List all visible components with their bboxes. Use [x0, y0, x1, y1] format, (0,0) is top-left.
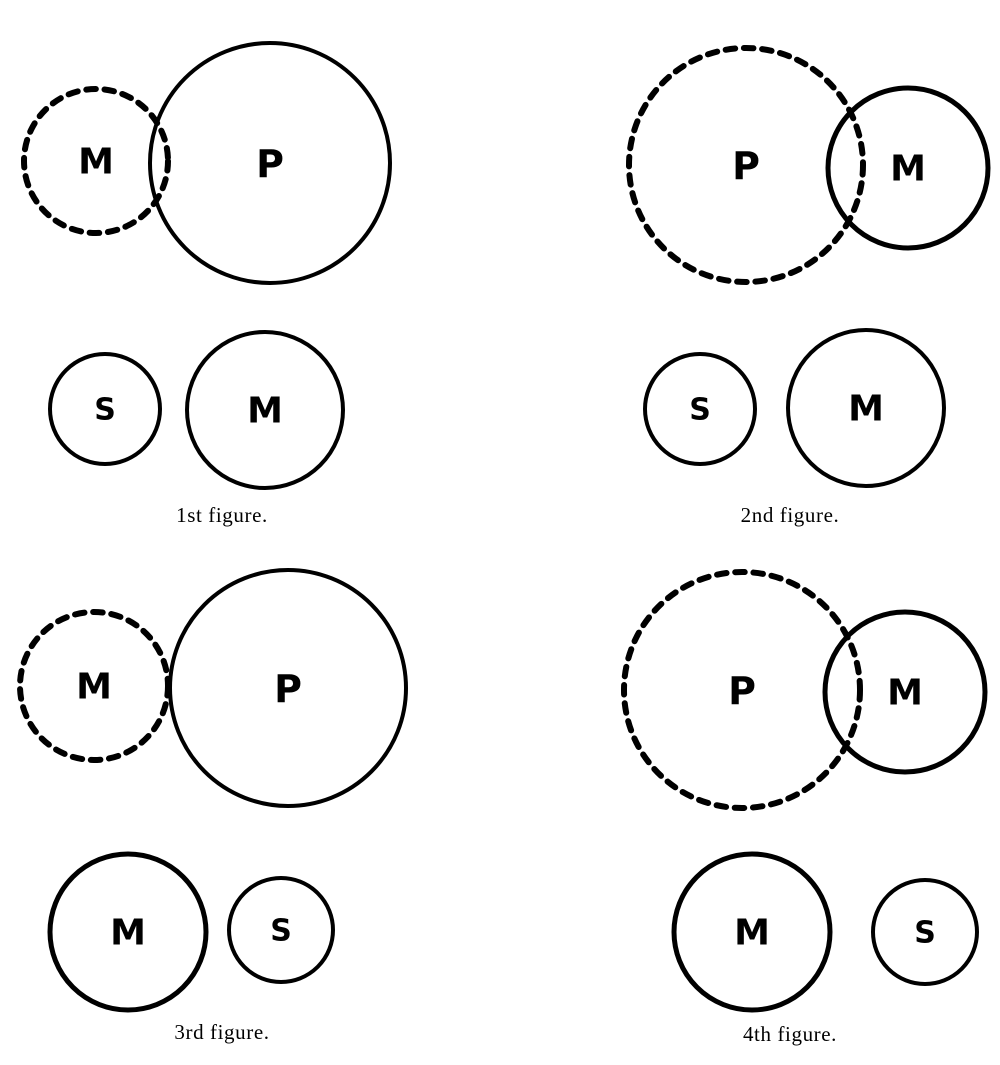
- circle-label-p: P: [732, 144, 760, 188]
- circle-label-p: P: [274, 667, 302, 711]
- circle-m-fig2-conclusion-row: [786, 328, 946, 488]
- circle-p-fig3-premise-row: [168, 568, 408, 808]
- circle-label-p: P: [256, 142, 284, 186]
- figure-caption-3: 3rd figure.: [174, 1020, 270, 1044]
- figure-caption-4: 4th figure.: [742, 1022, 838, 1046]
- circle-p-fig1-premise-row: [148, 41, 392, 285]
- circle-s-fig1-conclusion-row: [48, 352, 162, 466]
- circle-label-m: M: [734, 913, 770, 954]
- figure-caption-2: 2nd figure.: [740, 503, 840, 527]
- figure-caption-1: 1st figure.: [176, 503, 268, 527]
- circle-label-m: M: [76, 667, 112, 708]
- circle-m-fig2-premise-row: [825, 85, 991, 251]
- circle-m-fig1-conclusion-row: [185, 330, 345, 490]
- circle-label-s: S: [94, 393, 116, 428]
- circle-label-m: M: [247, 391, 283, 432]
- circle-s-fig4-conclusion-row: [871, 878, 979, 986]
- circle-m-fig4-conclusion-row: [671, 851, 833, 1013]
- circle-label-m: M: [110, 913, 146, 954]
- circle-label-m: M: [78, 142, 114, 183]
- circle-m-fig3-premise-row: [17, 609, 171, 763]
- circle-label-m: M: [887, 673, 923, 714]
- circle-label-m: M: [848, 389, 884, 430]
- circle-m-fig4-premise-row: [822, 609, 988, 775]
- circle-label-p: P: [728, 669, 756, 713]
- circle-label-s: S: [270, 914, 292, 949]
- circle-label-s: S: [914, 916, 936, 951]
- circle-s-fig2-conclusion-row: [643, 352, 757, 466]
- circle-label-s: S: [689, 393, 711, 428]
- circle-m-fig1-premise-row: [21, 86, 171, 236]
- circle-p-fig2-premise-row: [626, 45, 866, 285]
- circle-label-m: M: [890, 149, 926, 190]
- circle-m-fig3-conclusion-row: [47, 851, 209, 1013]
- circle-p-fig4-premise-row: [621, 569, 863, 811]
- circle-s-fig3-conclusion-row: [227, 876, 335, 984]
